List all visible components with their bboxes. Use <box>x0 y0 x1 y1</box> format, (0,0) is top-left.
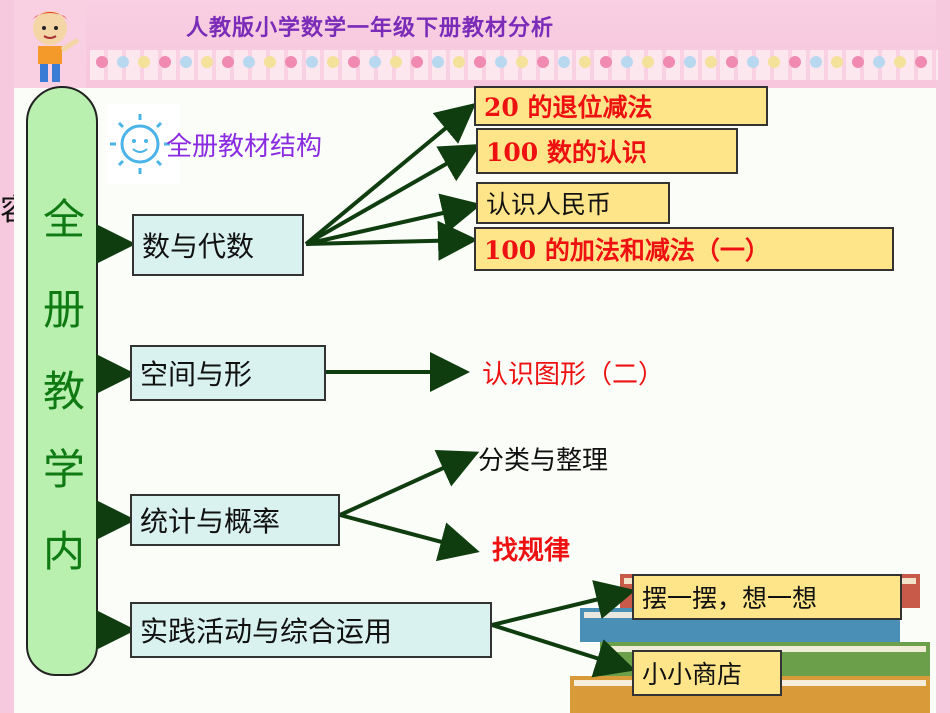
leaf-label: 摆一摆，想一想 <box>642 584 818 613</box>
decorative-heart-icon <box>348 56 360 68</box>
decorative-heart-icon <box>642 56 654 68</box>
leaf-item: 100 数的认识 <box>476 128 738 174</box>
decorative-heart-icon <box>306 56 318 68</box>
decorative-heart-icon <box>579 56 591 68</box>
decorative-heart-icon <box>516 56 528 68</box>
category-box-number-algebra: 数与代数 <box>132 214 304 276</box>
decorative-heart-icon <box>327 56 339 68</box>
clipped-char: 容 <box>0 185 14 229</box>
sun-icon <box>106 104 180 184</box>
decorative-heart-icon <box>138 56 150 68</box>
decorative-heart-icon <box>789 56 801 68</box>
decorative-heart-icon <box>453 56 465 68</box>
cartoon-boy-icon <box>14 2 86 88</box>
decorative-heart-icon <box>159 56 171 68</box>
leaf-item: 小小商店 <box>632 650 782 696</box>
category-label: 数与代数 <box>142 230 255 263</box>
decorative-heart-icon <box>768 56 780 68</box>
leaf-item: 认识图形（二） <box>482 360 665 390</box>
decorative-heart-icon <box>663 56 675 68</box>
arrow-cat4-item2 <box>491 623 636 678</box>
decorative-heart-icon <box>264 56 276 68</box>
leaf-label: 20 的退位减法 <box>484 93 653 122</box>
arrow-cat1-item1 <box>304 102 477 246</box>
decorative-heart-icon <box>852 56 864 68</box>
decorative-heart-icon <box>495 56 507 68</box>
sidebar-char: 全 <box>42 195 85 244</box>
decorative-heart-icon <box>411 56 423 68</box>
decorative-heart-icon <box>600 56 612 68</box>
leaf-item: 20 的退位减法 <box>474 86 768 126</box>
leaf-label: 100 的加法和减法（一） <box>484 236 770 265</box>
decorative-heart-icon <box>96 56 108 68</box>
leaf-label: 小小商店 <box>642 660 743 689</box>
decorative-heart-icon <box>285 56 297 68</box>
leaf-item: 摆一摆，想一想 <box>632 574 902 620</box>
decorative-heart-icon <box>621 56 633 68</box>
arrow-cat1-item2 <box>305 144 481 246</box>
decorative-heart-icon <box>117 56 129 68</box>
decorative-heart-icon <box>747 56 759 68</box>
decorative-heart-icon <box>894 56 906 68</box>
sidebar-char: 内 <box>42 527 85 576</box>
decorative-heart-icon <box>201 56 213 68</box>
leaf-item: 100 的加法和减法（一） <box>474 227 894 271</box>
leaf-label: 认识人民币 <box>486 190 612 219</box>
leaf-label: 100 数的认识 <box>486 138 647 167</box>
decorative-heart-icon <box>810 56 822 68</box>
arrow-cat1-item4 <box>305 220 478 261</box>
sidebar-char: 册 <box>42 285 85 334</box>
decorative-heart-icon <box>684 56 696 68</box>
decorative-heart-icon <box>243 56 255 68</box>
decorative-heart-icon <box>915 56 927 68</box>
decorative-heart-icon <box>474 56 486 68</box>
slide-title: 人教版小学数学一年级下册教材分析 <box>186 15 555 40</box>
category-label: 空间与形 <box>140 358 253 391</box>
sidebar-char: 教 <box>42 367 85 416</box>
arrow-cat1-item3 <box>305 193 482 246</box>
category-label: 实践活动与综合运用 <box>140 615 393 648</box>
decorative-heart-icon <box>705 56 717 68</box>
arrow-cat3-item2 <box>339 513 480 562</box>
arrow-cat4-item1 <box>491 580 636 627</box>
subtitle: 全册教材结构 <box>166 132 323 162</box>
decorative-heart-icon <box>558 56 570 68</box>
category-box-practice: 实践活动与综合运用 <box>130 602 492 658</box>
category-box-statistics: 统计与概率 <box>130 494 340 546</box>
category-box-space-shape: 空间与形 <box>130 345 326 401</box>
arrow-cat3-item1 <box>339 450 480 517</box>
leaf-item: 认识人民币 <box>476 182 670 224</box>
sidebar-char: 学 <box>42 445 85 494</box>
decorative-heart-icon <box>726 56 738 68</box>
leaf-item: 找规律 <box>492 536 571 566</box>
decorative-heart-icon <box>222 56 234 68</box>
right-frame <box>936 0 950 713</box>
decorative-heart-icon <box>369 56 381 68</box>
left-frame <box>0 0 14 713</box>
leaf-item: 分类与整理 <box>478 446 609 476</box>
decorative-heart-icon <box>432 56 444 68</box>
decorative-heart-icon <box>390 56 402 68</box>
category-label: 统计与概率 <box>140 505 281 538</box>
decorative-heart-icon <box>180 56 192 68</box>
decorative-heart-icon <box>873 56 885 68</box>
decorative-heart-icon <box>537 56 549 68</box>
decorative-heart-icon <box>831 56 843 68</box>
